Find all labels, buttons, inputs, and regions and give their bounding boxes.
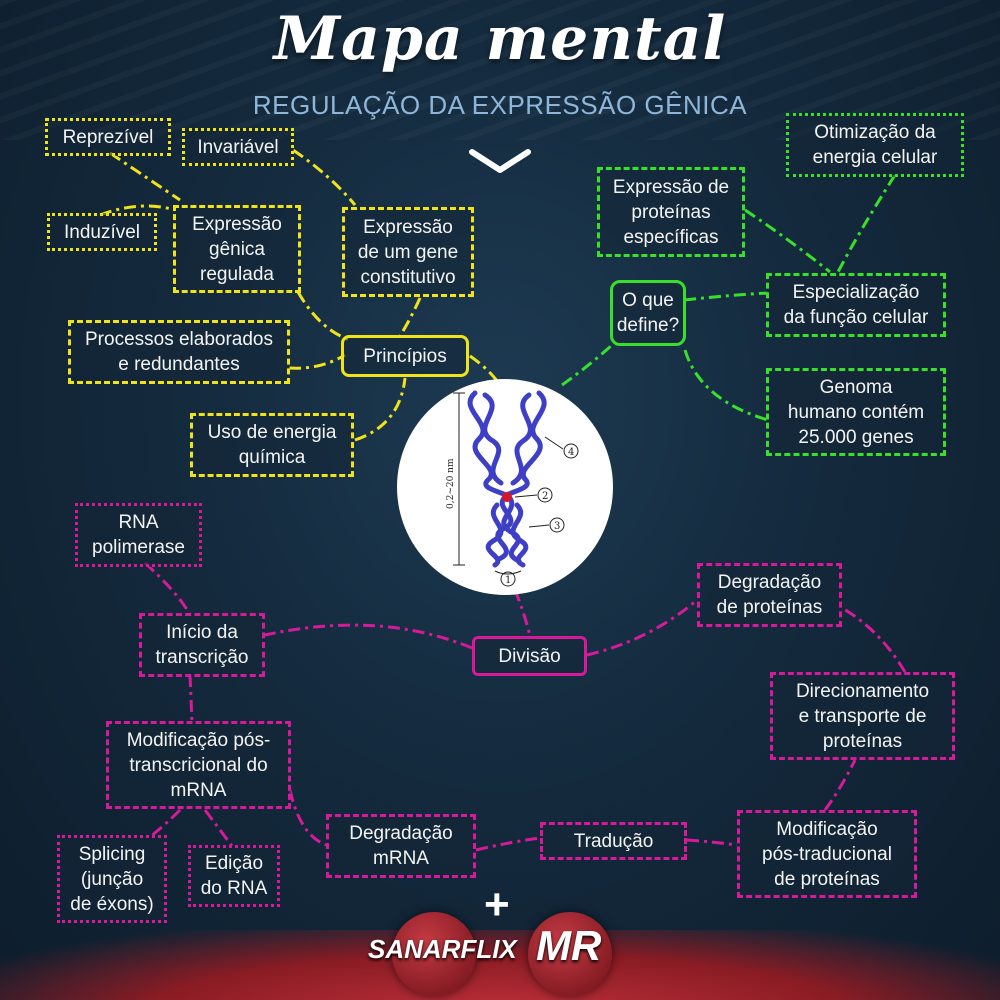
link-rna-inicio — [143, 561, 192, 615]
mr-logo — [528, 912, 612, 996]
node-divisao: Divisão — [472, 636, 587, 676]
link-constitutivo-principios — [398, 297, 422, 337]
node-expressao-constitutivo: Expressão de um gene constitutivo — [342, 207, 474, 297]
node-inicio-transcricao: Início da transcrição — [139, 613, 265, 677]
node-degradacao-mrna: Degradação mRNA — [326, 814, 476, 878]
link-reprezivel — [109, 151, 181, 202]
marker-4: 4 — [568, 447, 574, 458]
link-traducao-modificacao — [686, 838, 738, 847]
link-modificacao-splicing — [149, 808, 182, 839]
link-modificacao-degradacao — [288, 789, 327, 847]
node-expressao-regulada: Expressão gênica regulada — [173, 205, 301, 293]
node-principios: Princípios — [341, 335, 469, 377]
footer-band — [0, 930, 1000, 1000]
link-inicio-modificacao — [188, 674, 194, 723]
node-expressao-proteinas: Expressão de proteínas específicas — [597, 167, 745, 257]
chromosome-image: 4 2 3 1 0,2~20 nm — [397, 379, 613, 595]
node-degradacao-proteinas: Degradação de proteínas — [697, 563, 842, 627]
marker-2: 2 — [542, 491, 548, 502]
link-invariavel — [292, 148, 357, 206]
sanarflix-logo-text: SANARFLIX — [368, 934, 517, 964]
node-induzivel: Induzível — [47, 213, 157, 251]
link-center-oquedefine — [561, 343, 614, 387]
page-title: Mapa mental — [273, 4, 727, 74]
sanarflix-logo — [392, 912, 476, 996]
node-rna-polimerase: RNA polimerase — [75, 503, 202, 567]
link-induzivel — [99, 204, 176, 217]
node-invariavel: Invariável — [182, 128, 294, 166]
node-uso-energia: Uso de energia química — [190, 413, 354, 477]
chevron-down-icon — [469, 149, 531, 173]
link-expressao-especializacao — [744, 208, 831, 274]
chromosome-illustration: 4 2 3 1 0,2~20 nm — [446, 390, 579, 587]
node-splicing: Splicing (junção de éxons) — [57, 835, 167, 923]
link-modificacao-direcionamento — [823, 759, 857, 811]
link-modificacao-edicao — [203, 809, 234, 847]
link-divisao-degradacao-prot — [586, 598, 698, 657]
node-modificacao-pos-transcricional: Modificação pós- transcricional do mRNA — [106, 721, 291, 809]
link-regulada-principios — [296, 291, 351, 342]
marker-3: 3 — [554, 521, 560, 532]
link-center-divisao — [513, 589, 532, 637]
link-principios-center — [469, 354, 502, 386]
node-processos: Processos elaborados e redundantes — [68, 320, 290, 384]
node-reprezivel: Reprezível — [45, 118, 171, 156]
node-traducao: Tradução — [540, 822, 687, 860]
node-direcionamento: Direcionamento e transporte de proteínas — [770, 672, 955, 760]
plus-sign: + — [484, 880, 510, 929]
scale-label: 0,2~20 nm — [446, 458, 456, 509]
node-o-que-define: O que define? — [610, 280, 686, 346]
link-oquedefine-genoma — [683, 349, 769, 422]
link-divisao-inicio — [264, 623, 473, 650]
node-otimizacao: Otimização da energia celular — [786, 113, 964, 177]
link-energia-principios — [354, 377, 407, 442]
link-processos-principios — [288, 353, 346, 370]
page-subtitle: REGULAÇÃO DA EXPRESSÃO GÊNICA — [252, 90, 748, 120]
node-genoma: Genoma humano contém 25.000 genes — [766, 368, 946, 456]
node-edicao-rna: Edição do RNA — [188, 845, 280, 907]
marker-1: 1 — [505, 575, 511, 586]
node-modificacao-pos-traducional: Modificação pós-traducional de proteínas — [737, 810, 917, 898]
link-direcionamento-degradacao — [841, 606, 907, 673]
mr-logo-text: MR — [536, 922, 602, 969]
link-otimizacao-especializacao — [836, 174, 897, 273]
link-oquedefine-especializacao — [683, 291, 769, 302]
node-especializacao: Especialização da função celular — [766, 273, 946, 337]
link-degradacao-traducao — [475, 836, 541, 852]
